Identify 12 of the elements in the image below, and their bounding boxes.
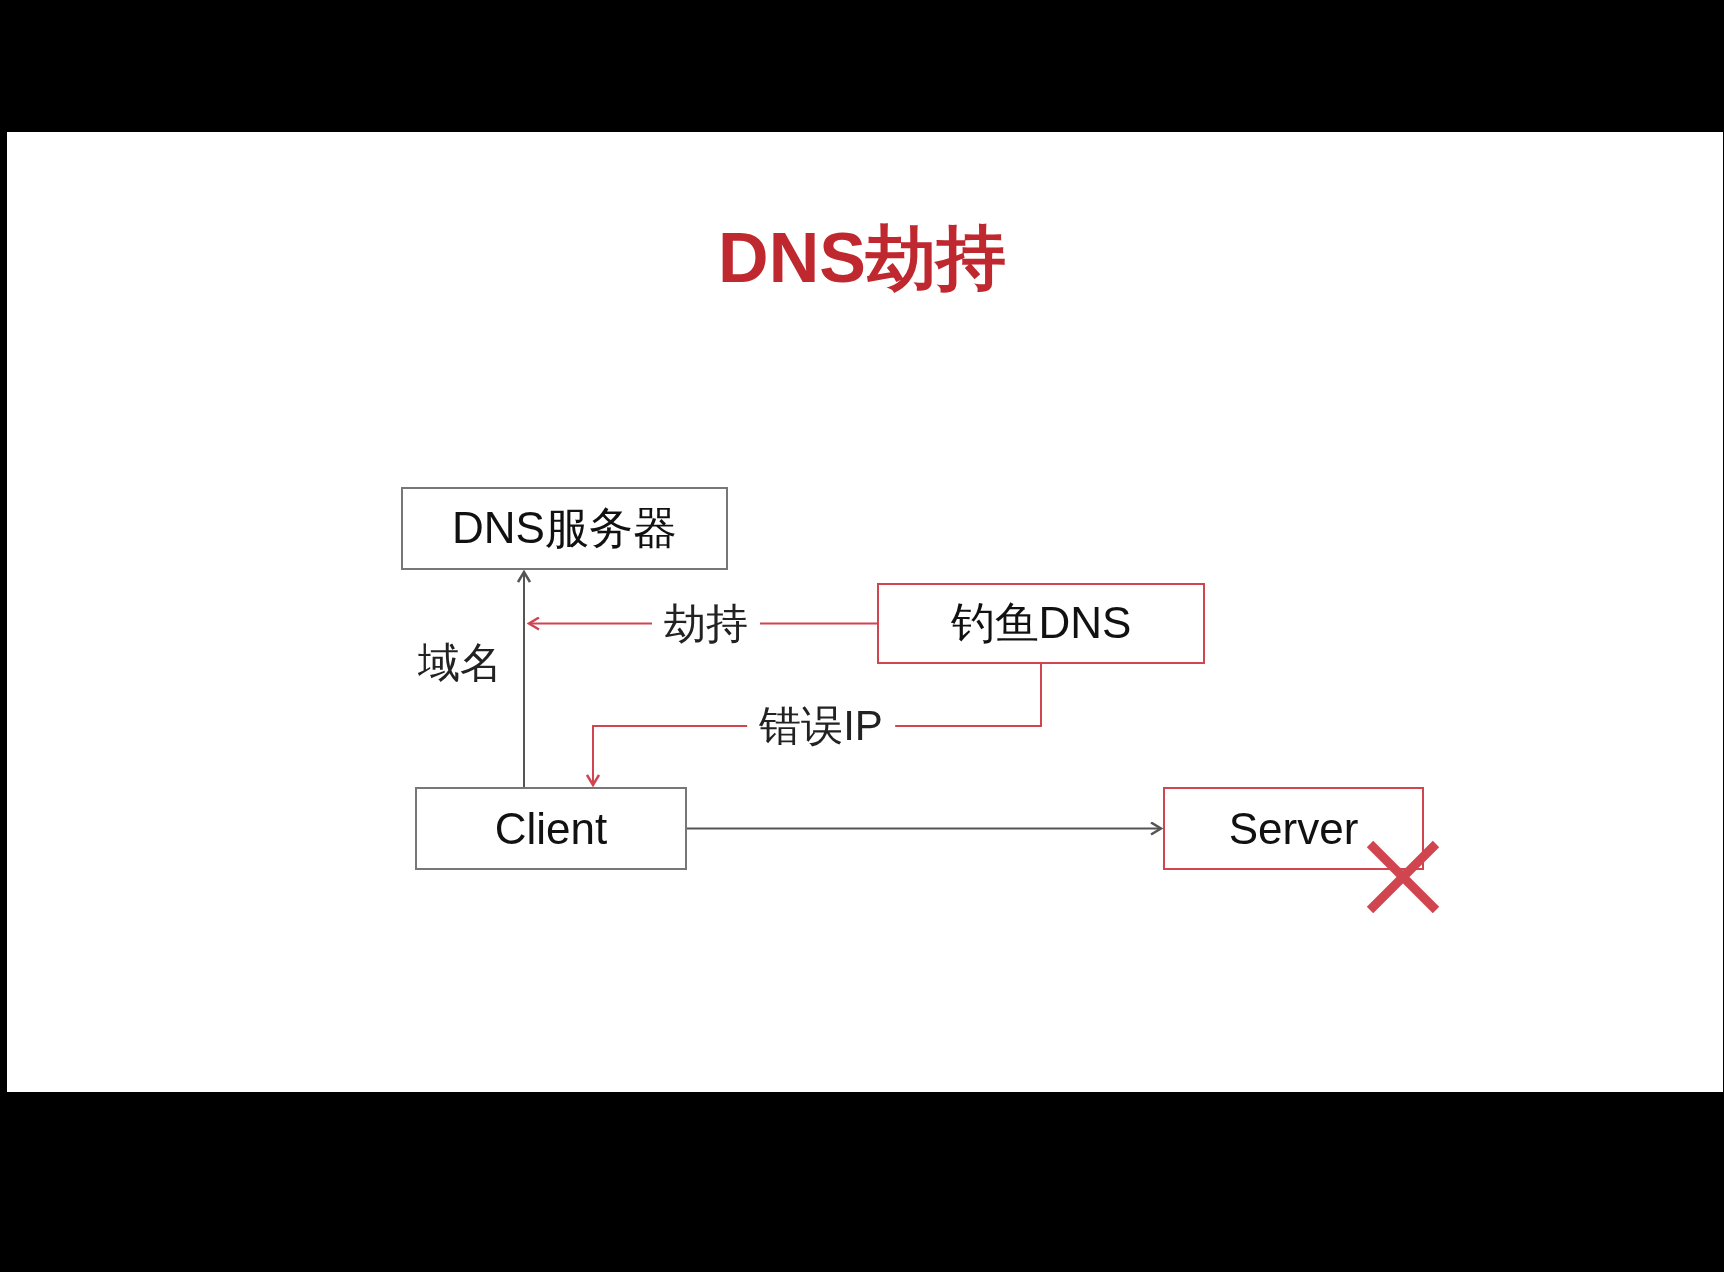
- arrow: [686, 821, 1163, 836]
- box-label: Server: [1228, 803, 1359, 854]
- box-label: Client: [494, 803, 608, 854]
- process-box: [1163, 787, 1424, 870]
- process-box: [877, 583, 1205, 664]
- box-label: DNS服务器: [452, 502, 677, 554]
- title: DNS劫持: [718, 219, 1006, 297]
- arrow: [516, 570, 532, 788]
- edge-label: 域名: [417, 638, 503, 688]
- box-label: 钓鱼DNS: [950, 597, 1132, 649]
- process-box: [401, 487, 728, 570]
- process-box: [415, 787, 687, 870]
